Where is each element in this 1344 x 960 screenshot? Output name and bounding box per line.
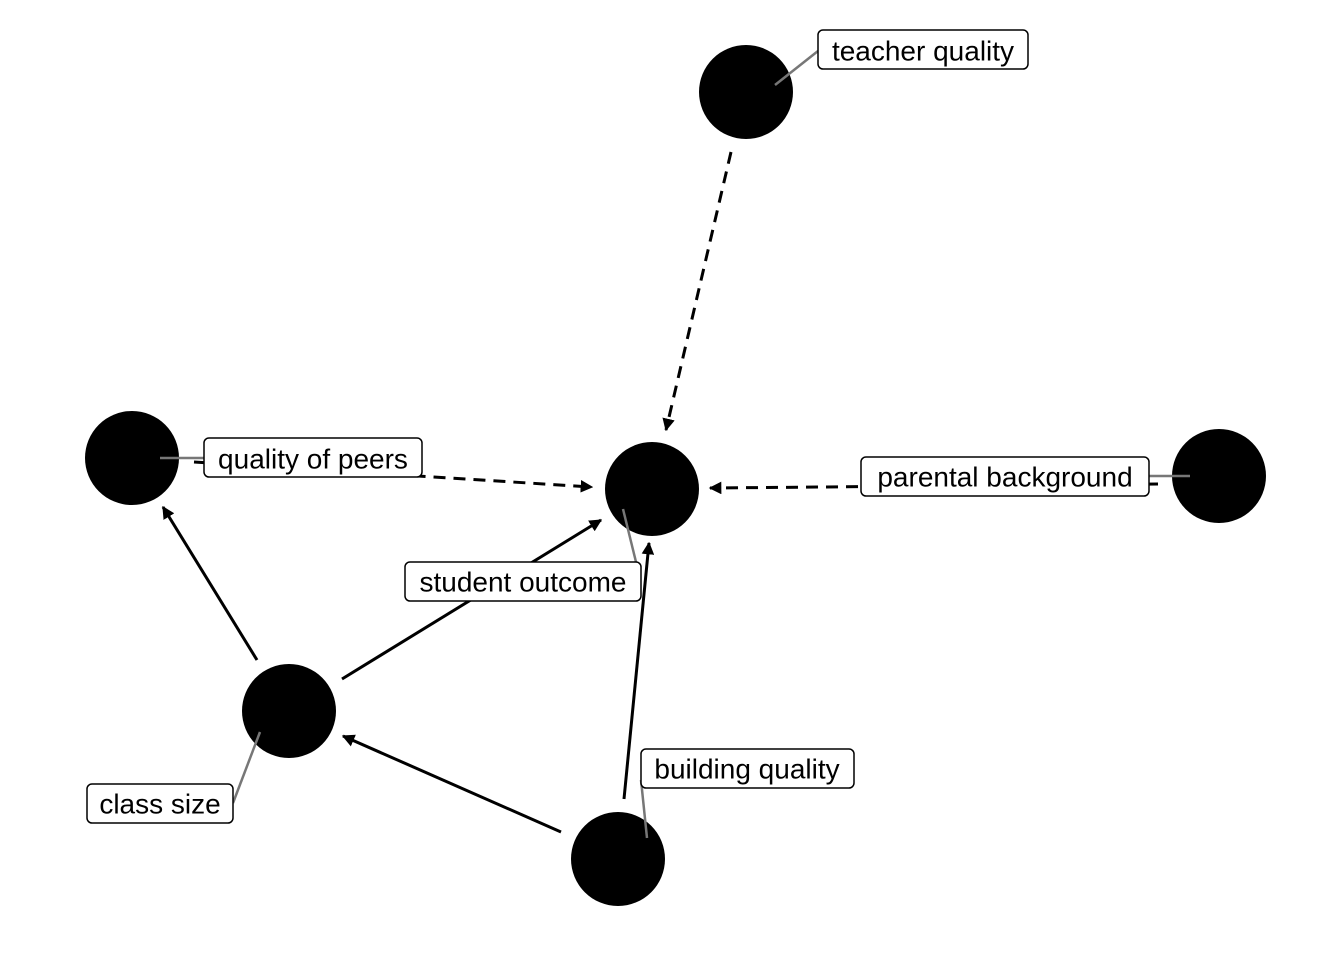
label-parental-background: parental background bbox=[860, 456, 1150, 497]
label-leaders bbox=[160, 50, 1190, 839]
label-class-size-text: class size bbox=[99, 789, 220, 820]
label-building-quality: building quality bbox=[640, 748, 855, 789]
label-quality-of-peers-text: quality of peers bbox=[218, 444, 408, 475]
label-parental-background-text: parental background bbox=[877, 462, 1132, 493]
leader-class-size bbox=[231, 731, 262, 804]
label-teacher-quality-text: teacher quality bbox=[832, 36, 1014, 67]
edge-building-quality-to-class-size bbox=[341, 734, 562, 834]
node-building-quality bbox=[571, 812, 665, 906]
label-class-size: class size bbox=[86, 783, 234, 824]
leader-building-quality bbox=[639, 779, 649, 839]
edge-class-size-to-quality-of-peers bbox=[161, 505, 259, 661]
node-parental-background bbox=[1172, 429, 1266, 523]
label-quality-of-peers: quality of peers bbox=[203, 437, 423, 478]
leader-student-outcome bbox=[621, 508, 638, 563]
label-student-outcome: student outcome bbox=[404, 561, 642, 602]
node-class-size bbox=[242, 664, 336, 758]
label-student-outcome-text: student outcome bbox=[419, 567, 626, 598]
node-student-outcome bbox=[605, 442, 699, 536]
label-teacher-quality: teacher quality bbox=[817, 29, 1029, 70]
labels: teacher quality quality of peers student… bbox=[86, 29, 1150, 824]
node-teacher-quality bbox=[699, 45, 793, 139]
leader-teacher-quality bbox=[774, 50, 819, 86]
node-quality-of-peers bbox=[85, 411, 179, 505]
edge-teacher-quality-to-student-outcome bbox=[662, 151, 733, 432]
label-building-quality-text: building quality bbox=[654, 754, 839, 785]
nodes bbox=[85, 45, 1266, 906]
edge-building-quality-to-student-outcome bbox=[622, 541, 655, 800]
